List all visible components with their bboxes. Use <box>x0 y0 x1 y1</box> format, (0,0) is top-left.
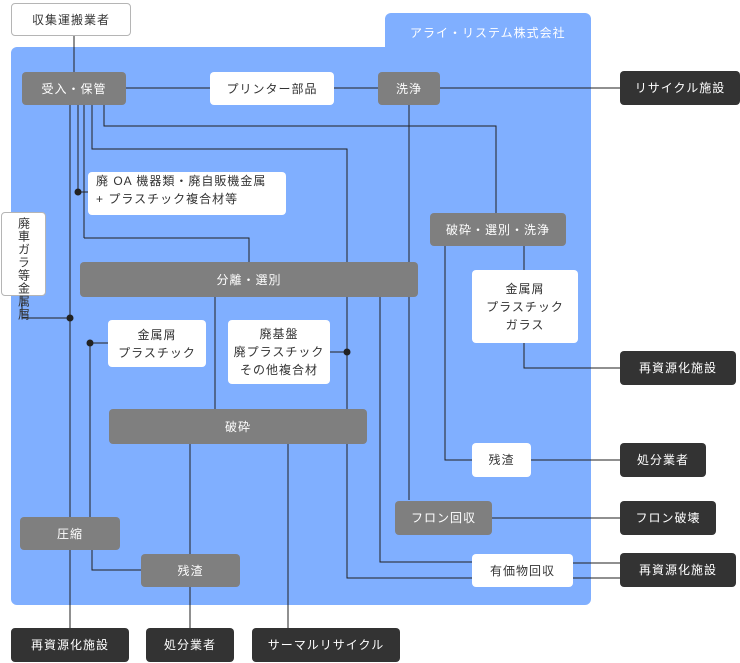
freon-destroy-box: フロン破壊 <box>620 501 716 535</box>
freon-recovery-box: フロン回収 <box>395 501 492 535</box>
car-scrap-line-1: 金属屑 <box>16 282 31 321</box>
oa-waste-box: 廃 OA 機器類・廃自販機金属 + プラスチック複合材等 <box>88 172 286 215</box>
collector-box: 収集運搬業者 <box>11 3 131 36</box>
wb-line-3: その他複合材 <box>239 363 318 377</box>
company-area-top <box>385 13 591 53</box>
wb-line-1: 廃基盤 <box>259 327 299 341</box>
oa-waste-line-2: + プラスチック複合材等 <box>96 192 239 206</box>
metal-plastic-glass-box: 金属屑 プラスチック ガラス <box>472 270 578 343</box>
regen-facility-bottom-box: 再資源化施設 <box>11 628 129 662</box>
recycle-facility-box: リサイクル施設 <box>620 71 740 105</box>
wb-line-2: 廃プラスチック <box>233 345 325 359</box>
mpg-line-1: 金属屑 <box>505 281 545 296</box>
car-scrap-line-2: 廃車ガラ等 <box>16 217 31 282</box>
separate-sort-box: 分離・選別 <box>80 262 418 297</box>
regen-facility-box-1: 再資源化施設 <box>620 351 736 385</box>
wash-box: 洗浄 <box>378 72 440 105</box>
mpg-line-2: プラスチック <box>486 299 564 314</box>
waste-board-box: 廃基盤 廃プラスチック その他複合材 <box>228 320 330 384</box>
regen-facility-box-2: 再資源化施設 <box>620 553 736 587</box>
receive-storage-box: 受入・保管 <box>22 72 126 105</box>
printer-parts-box: プリンター部品 <box>210 72 334 105</box>
thermal-recycle-box: サーマルリサイクル <box>252 628 400 662</box>
crush-sort-wash-box: 破砕・選別・洗浄 <box>430 213 566 246</box>
mpg-line-3: ガラス <box>505 317 545 332</box>
valuables-recovery-box: 有価物回収 <box>472 554 573 587</box>
crush-box: 破砕 <box>109 409 367 444</box>
car-scrap-box: 金属屑 廃車ガラ等 <box>1 212 46 321</box>
company-name: アライ・リステム株式会社 <box>410 26 566 40</box>
disposal-bottom-box: 処分業者 <box>146 628 234 662</box>
compress-box: 圧縮 <box>20 517 120 550</box>
mp-line-2: プラスチック <box>118 345 196 360</box>
metal-plastic-box: 金属屑 プラスチック <box>108 320 206 367</box>
disposal-right-box: 処分業者 <box>620 443 706 477</box>
mp-line-1: 金属屑 <box>137 327 177 342</box>
residue-bottom-box: 残渣 <box>141 554 240 587</box>
residue-right-box: 残渣 <box>472 443 531 477</box>
oa-waste-line-1: 廃 OA 機器類・廃自販機金属 <box>96 174 267 188</box>
